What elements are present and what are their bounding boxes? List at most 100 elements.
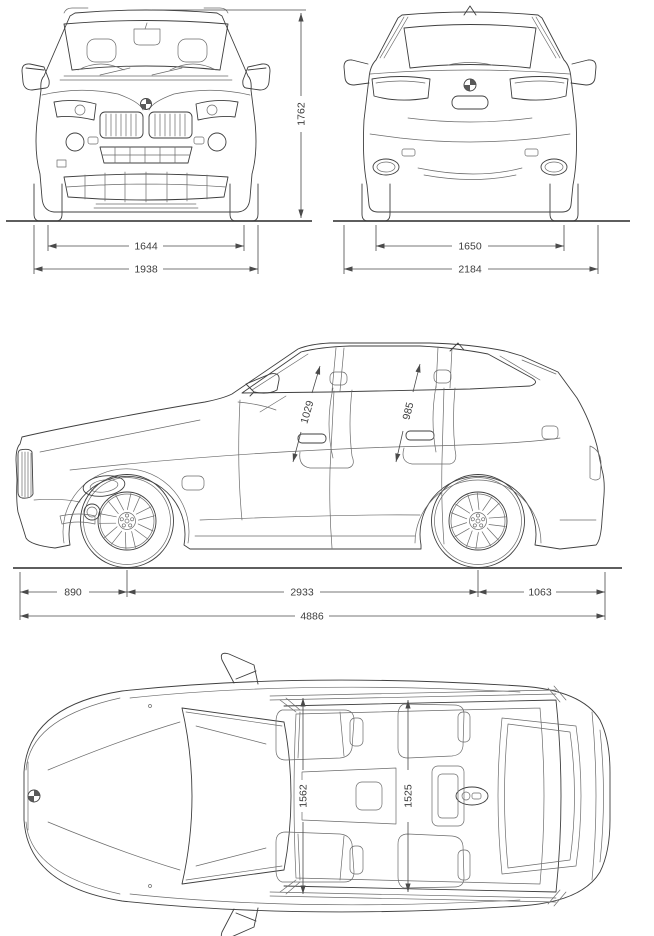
door-seams [238, 387, 445, 549]
side-headlight [82, 475, 126, 497]
bmw-roundel-rear [463, 78, 477, 92]
seat-tops [77, 63, 217, 71]
roof-rails-top [269, 689, 557, 903]
left-taillight [371, 76, 431, 101]
hood-cut-line [39, 419, 201, 453]
dim-interior-width-rear: 1525 [402, 700, 415, 892]
side-fog-light [83, 503, 101, 521]
dim-length-label: 4886 [300, 611, 324, 623]
roof-panel [269, 685, 567, 907]
dim-rear-track-label: 1650 [458, 241, 482, 253]
left-headlight-lens [74, 104, 86, 116]
left-reflector [401, 148, 416, 157]
right-mirror [242, 63, 271, 91]
cowl-wipers [59, 67, 233, 81]
rear-left-mirror [343, 59, 370, 86]
glasshouse [241, 345, 536, 394]
side-view: 1029 985 890 29 [13, 342, 622, 623]
rear-skid-plate [417, 167, 523, 180]
dim-front-overall-width: 1938 [33, 225, 259, 276]
front-door-handle [297, 433, 327, 444]
front-right-wheel [229, 183, 259, 222]
dim-height-label: 1762 [296, 102, 308, 126]
dim-front-overhang: 890 [20, 586, 127, 599]
rear-wheel [431, 474, 525, 568]
rear-dimensions: 1650 2184 [343, 225, 599, 276]
rear-car-drawing [343, 5, 597, 222]
rear-beltline [369, 69, 571, 75]
left-headlight [53, 99, 97, 121]
side-dimensions: 1029 985 890 29 [19, 363, 606, 623]
rear-right-mirror [570, 59, 597, 86]
dim-rear-overhang: 1063 [478, 586, 605, 599]
headrest-right [177, 38, 208, 63]
top-left-mirror [220, 652, 259, 685]
side-mirror [245, 373, 280, 397]
dim-front-width-label: 1938 [134, 264, 158, 276]
center-intake [99, 146, 193, 164]
front-car-drawing [21, 7, 271, 222]
dim-headroom-front-label: 1029 [298, 399, 316, 425]
rear-wiper-area [447, 62, 493, 66]
front-view: 1644 1938 1762 [6, 7, 312, 276]
dim-rear-overhang-label: 1063 [528, 587, 552, 599]
dim-interior-front-label: 1562 [298, 784, 310, 808]
right-reflector [524, 148, 539, 157]
headrest-left [86, 38, 117, 63]
tailgate-lines [369, 117, 571, 143]
extension-lines [19, 570, 606, 620]
rear-left-wheel [361, 183, 391, 222]
windshield-top [181, 707, 292, 885]
bumper-details [33, 498, 96, 525]
dim-interior-rear-label: 1525 [403, 784, 415, 808]
dim-interior-width-front: 1562 [297, 698, 310, 894]
front-wheel [80, 474, 174, 568]
dim-overall-length: 4886 [20, 610, 605, 623]
pillar-hatches [279, 685, 567, 907]
bmw-roundel-front [140, 98, 152, 110]
dim-rear-track: 1650 [375, 225, 565, 253]
front-seats-top [275, 709, 364, 883]
top-view: 1562 1525 [23, 652, 611, 936]
rear-window [403, 24, 537, 69]
kidney-grille [99, 111, 193, 139]
dim-wheelbase: 2933 [127, 586, 478, 599]
tailgate-top-lines [591, 711, 604, 881]
top-car-drawing [23, 652, 611, 936]
front-left-wheel [33, 183, 63, 222]
right-headlight-lens [206, 104, 218, 116]
windshield [63, 20, 229, 71]
left-fog-light [65, 132, 85, 152]
character-lines [69, 437, 561, 537]
right-headlight [195, 99, 239, 121]
rear-door-handle [405, 430, 435, 441]
exhaust-tips [372, 158, 568, 176]
side-antenna-fin [449, 342, 465, 352]
right-fog-light [207, 132, 227, 152]
dim-headroom-rear: 985 [395, 363, 421, 463]
shark-fin-antenna [463, 5, 477, 16]
center-console [301, 767, 397, 825]
tow-cover [56, 159, 67, 168]
fender-vent [181, 475, 205, 491]
body-side-lines [129, 686, 521, 906]
hood-creases-top [47, 721, 181, 871]
dim-rear-width-label: 2184 [458, 264, 482, 276]
left-mirror [21, 63, 50, 91]
hood-creases [41, 89, 251, 111]
license-plate-recess [451, 95, 489, 110]
cargo-area [497, 717, 582, 875]
right-taillight [509, 76, 569, 101]
rear-roof-rails [379, 16, 561, 59]
roof-antenna [455, 786, 489, 806]
left-sensor [87, 136, 99, 145]
dim-front-track: 1644 [47, 225, 245, 253]
top-right-mirror [220, 907, 259, 936]
interior-seats [237, 369, 457, 469]
side-car-drawing [15, 342, 605, 568]
dim-front-overhang-label: 890 [64, 587, 82, 599]
rearview-mirror [133, 22, 161, 46]
right-sensor [193, 136, 205, 145]
rear-quarter-details [521, 359, 602, 521]
